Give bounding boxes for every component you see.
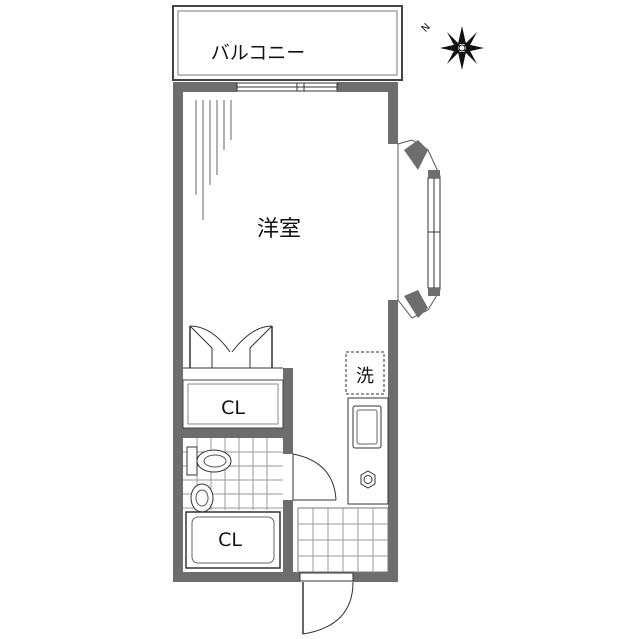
closet-lower-label: CL — [218, 529, 242, 551]
washer-label: 洗 — [356, 366, 374, 387]
entrance-door — [299, 572, 354, 635]
balcony-label: バルコニー — [211, 42, 306, 64]
exterior-walls — [173, 82, 398, 582]
bathroom-sink-icon — [190, 483, 214, 513]
bathroom-door — [292, 453, 337, 501]
compass-icon: N — [420, 22, 484, 70]
toilet-icon — [186, 446, 232, 476]
balcony-window — [236, 82, 338, 92]
balcony: バルコニー — [172, 5, 403, 81]
compass-north-label: N — [420, 22, 433, 35]
closet-upper-doors — [183, 325, 283, 369]
washing-machine-space: 洗 — [345, 351, 385, 395]
closet-lower: CL — [185, 511, 281, 569]
entrance — [297, 507, 389, 573]
closet-upper: CL — [182, 368, 293, 438]
curtain — [195, 100, 232, 220]
stove-icon — [360, 470, 376, 489]
bay-window — [397, 139, 441, 319]
closet-upper-label: CL — [221, 397, 245, 419]
western-room-label: 洋室 — [257, 217, 301, 242]
